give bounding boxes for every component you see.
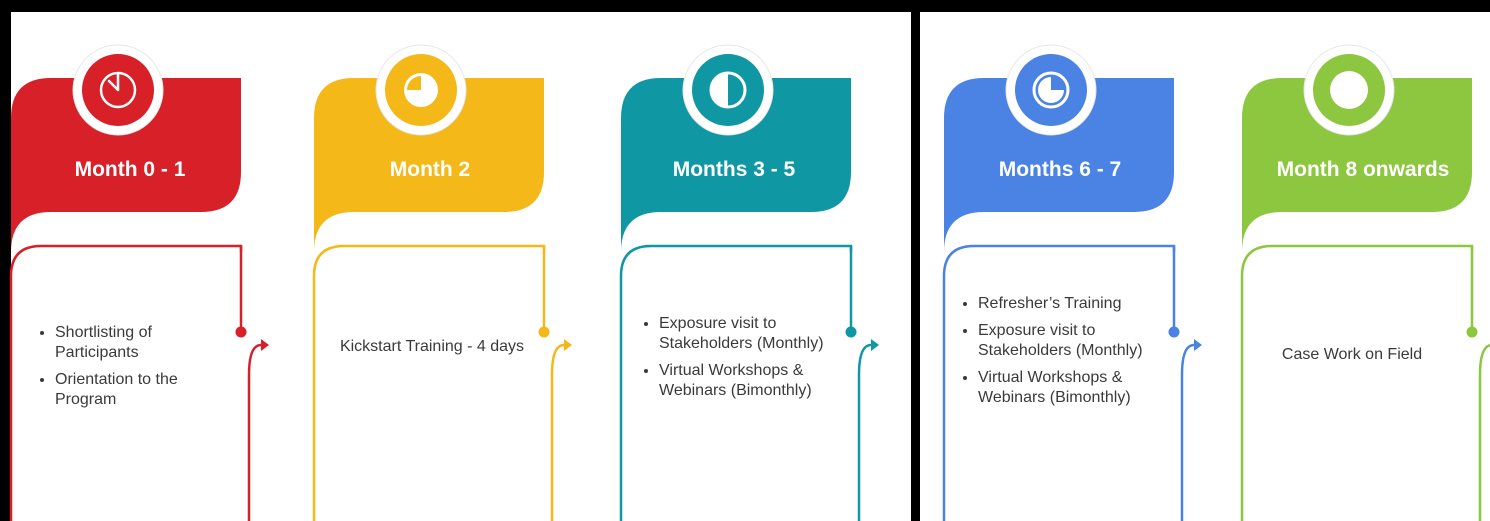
pie-icon-ring	[1032, 71, 1070, 109]
card-header-months-3-5	[621, 78, 851, 252]
card-dot-month-0-1	[235, 326, 247, 338]
card-header-month-2	[314, 78, 544, 252]
half-icon-fill	[711, 73, 728, 107]
card-arrow-line-month-8-onwards	[1478, 344, 1490, 521]
bullet-item: Shortlisting of Participants	[55, 323, 233, 363]
card-body-months-3-5: Exposure visit to Stakeholders (Monthly)…	[637, 314, 837, 408]
card-dot-months-3-5	[845, 326, 857, 338]
card-title-month-2: Month 2	[389, 158, 471, 181]
card-arrow-line-months-3-5	[857, 343, 872, 521]
clock-icon-segment	[407, 76, 421, 90]
card-outline-months-3-5	[619, 244, 853, 521]
bullet-item: Orientation to the Program	[55, 370, 233, 410]
card-title-month-0-1: Month 0 - 1	[74, 158, 186, 181]
card-body-months-6-7: Refresher’s Training Exposure visit to S…	[956, 294, 1156, 415]
card-outline-month-0-1	[9, 244, 243, 521]
card-header-month-8-onwards	[1242, 78, 1472, 252]
card-arrow-head-month-2	[564, 339, 572, 351]
bullet-item: Refresher’s Training	[978, 294, 1156, 314]
clock-icon-hand	[107, 79, 120, 92]
pie-icon-fill	[1038, 77, 1064, 103]
card-arrow-line-month-0-1	[247, 343, 262, 521]
card-arrow-head-month-0-1	[261, 339, 269, 351]
card-dot-month-8-onwards	[1466, 326, 1478, 338]
card-body-month-0-1: Shortlisting of Participants Orientation…	[33, 323, 233, 417]
card-outline-months-6-7	[942, 244, 1176, 521]
card-dot-month-2	[538, 326, 550, 338]
card-arrow-head-months-6-7	[1194, 339, 1202, 351]
bullet-item: Virtual Workshops & Webinars (Bimonthly)	[659, 361, 837, 401]
card-arrow-head-months-3-5	[871, 339, 879, 351]
full-icon-fill	[1330, 71, 1368, 109]
card-outline-month-8-onwards	[1240, 244, 1474, 521]
bullet-item: Exposure visit to Stakeholders (Monthly)	[978, 321, 1156, 361]
card-title-months-6-7: Months 6 - 7	[998, 158, 1122, 181]
card-arrow-line-months-6-7	[1180, 343, 1195, 521]
card-arrow-line-month-2	[550, 343, 565, 521]
card-outline-month-2	[312, 244, 546, 521]
card-title-months-3-5: Months 3 - 5	[672, 158, 796, 181]
card-header-months-6-7	[944, 78, 1174, 252]
card-body-month-8-onwards: Case Work on Field	[1281, 346, 1423, 363]
bullet-item: Virtual Workshops & Webinars (Bimonthly)	[978, 368, 1156, 408]
bullet-item: Exposure visit to Stakeholders (Monthly)	[659, 314, 837, 354]
card-header-month-0-1	[11, 78, 241, 252]
card-title-month-8-onwards: Month 8 onwards	[1276, 158, 1450, 181]
card-body-month-2: Kickstart Training - 4 days	[339, 338, 525, 355]
card-dot-months-6-7	[1168, 326, 1180, 338]
